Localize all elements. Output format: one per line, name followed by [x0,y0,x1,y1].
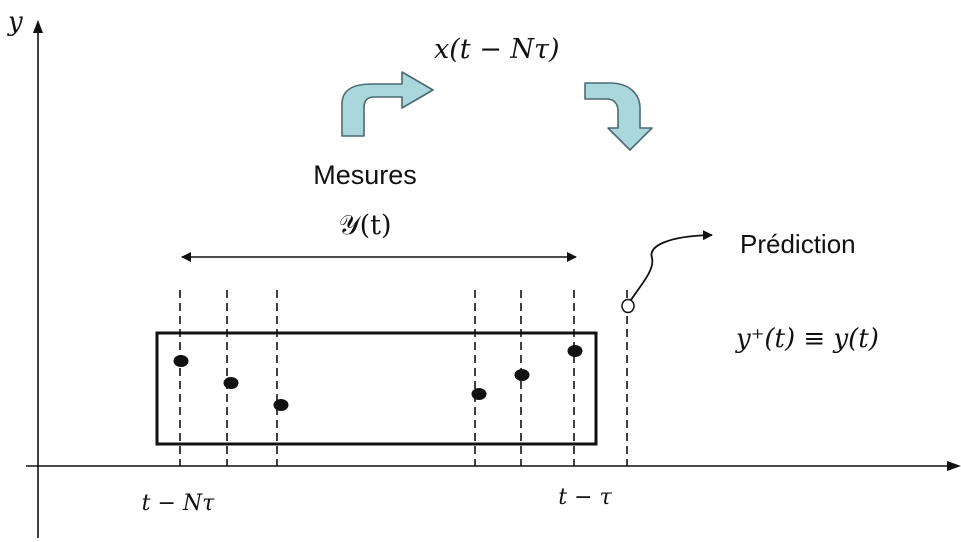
measurement-points [173,345,583,411]
measurement-point [273,399,289,411]
measures-label: Mesures [313,160,417,190]
curved-block-arrow-down [584,82,653,151]
measurement-point [567,345,583,357]
prediction-label: Prédiction [740,229,856,259]
tick-label-end: t − τ [558,485,612,510]
x-axis-arrowhead [947,461,961,471]
prediction-pointer-arrow [630,230,713,301]
sample-lines [179,290,628,466]
curved-block-arrow-up [341,71,434,137]
measures-set-label: 𝒴(t) [338,210,391,241]
equation-label: y⁺(t) ≡ y(t) [735,324,879,354]
measurement-point [173,355,189,367]
measurement-window-box [155,331,598,446]
state-label: x(t − Nτ) [434,34,560,65]
predicted-point [621,298,635,314]
y-axis-arrowhead [33,20,43,33]
measurement-point [471,388,487,400]
y-axis-label: y [7,7,23,37]
measurement-point [514,369,530,381]
tick-label-start: t − Nτ [142,491,216,516]
measurement-point [223,377,239,389]
